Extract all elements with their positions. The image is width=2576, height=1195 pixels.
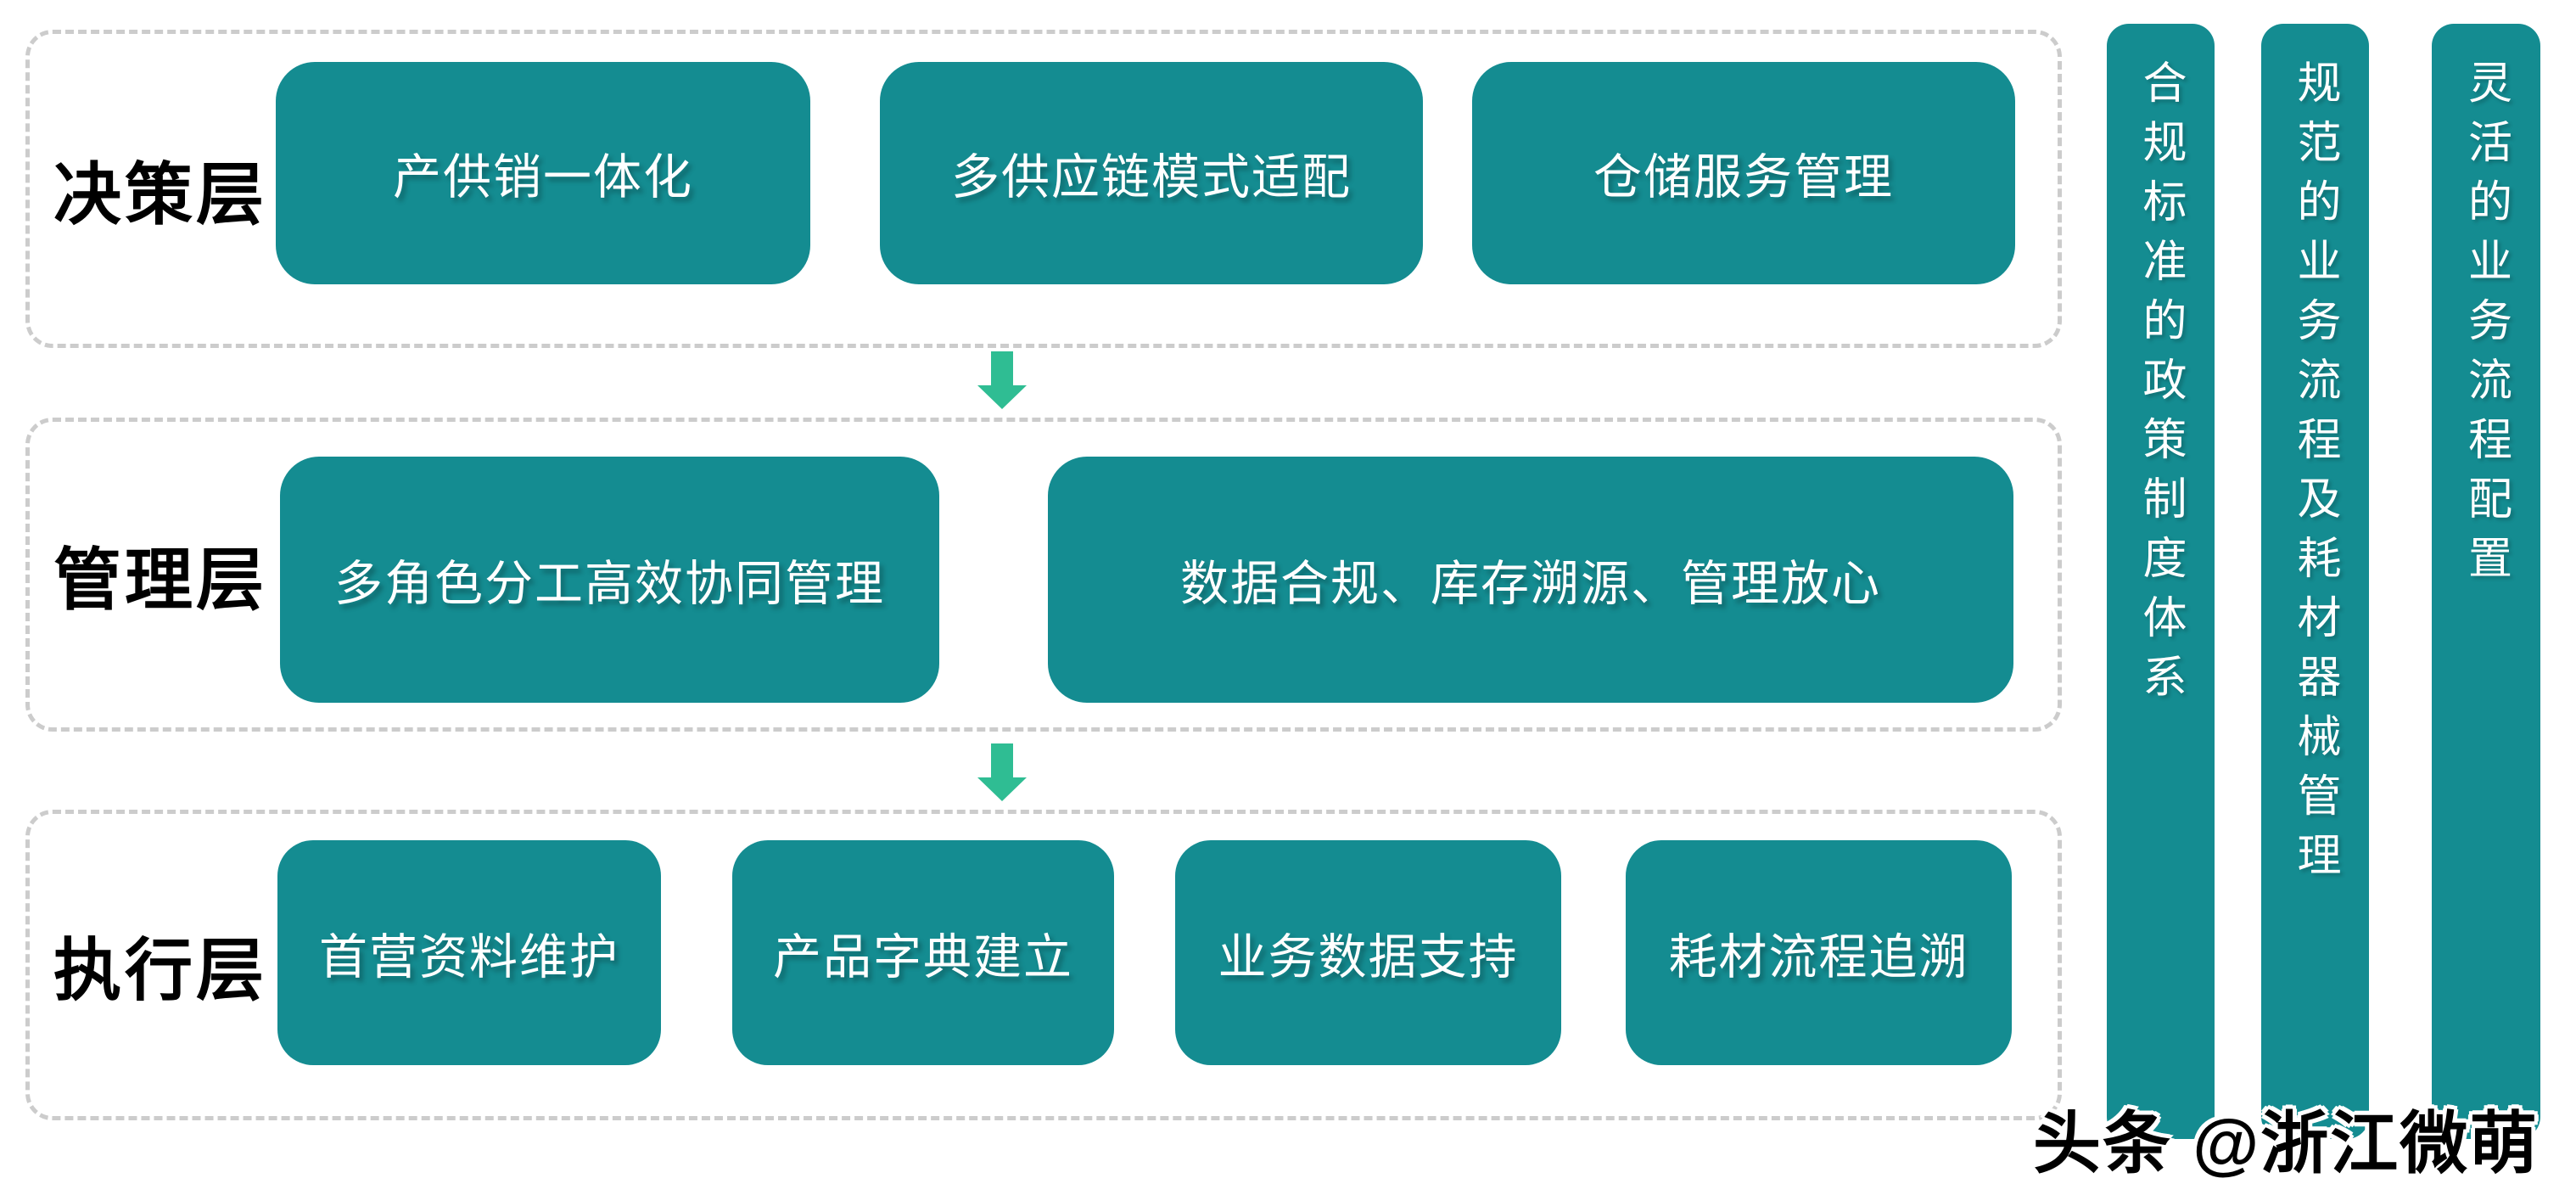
down-arrow-shaft xyxy=(991,743,1013,777)
sidebar-flexible-process: 灵活的业务流程配置 xyxy=(2432,24,2540,1139)
node-warehouse-service: 仓储服务管理 xyxy=(1472,62,2015,284)
sidebar-compliance-policy-text: 合规标准的政策制度体系 xyxy=(2136,59,2185,713)
layer-decision: 决策层 产供销一体化 多供应链模式适配 仓储服务管理 xyxy=(25,30,2062,348)
down-arrow-head xyxy=(977,777,1027,801)
node-supply-production-sales: 产供销一体化 xyxy=(276,62,810,284)
down-arrow-icon xyxy=(977,351,1027,409)
sidebar-compliance-policy: 合规标准的政策制度体系 xyxy=(2107,24,2215,1139)
layer-decision-label: 决策层 xyxy=(53,156,267,233)
node-data-compliance-traceability: 数据合规、库存溯源、管理放心 xyxy=(1048,457,2013,703)
watermark-text: 头条 @浙江微萌 xyxy=(2033,1106,2540,1181)
node-consumable-traceability: 耗材流程追溯 xyxy=(1626,840,2012,1065)
node-business-data-support: 业务数据支持 xyxy=(1175,840,1561,1065)
node-product-dictionary: 产品字典建立 xyxy=(732,840,1114,1065)
node-first-business-data: 首营资料维护 xyxy=(277,840,661,1065)
layer-management: 管理层 多角色分工高效协同管理 数据合规、库存溯源、管理放心 xyxy=(25,418,2062,732)
layer-management-label: 管理层 xyxy=(53,542,267,618)
layer-execution: 执行层 首营资料维护 产品字典建立 业务数据支持 耗材流程追溯 xyxy=(25,810,2062,1120)
down-arrow-shaft xyxy=(991,351,1013,385)
down-arrow-icon xyxy=(977,743,1027,801)
node-multi-role-collaboration: 多角色分工高效协同管理 xyxy=(280,457,939,703)
down-arrow-head xyxy=(977,385,1027,409)
sidebar-standard-process: 规范的业务流程及耗材器械管理 xyxy=(2261,24,2369,1139)
sidebar-flexible-process-text: 灵活的业务流程配置 xyxy=(2461,59,2511,594)
layer-execution-label: 执行层 xyxy=(53,933,267,1008)
sidebar-standard-process-text: 规范的业务流程及耗材器械管理 xyxy=(2290,59,2339,891)
node-multi-supply-chain: 多供应链模式适配 xyxy=(880,62,1423,284)
